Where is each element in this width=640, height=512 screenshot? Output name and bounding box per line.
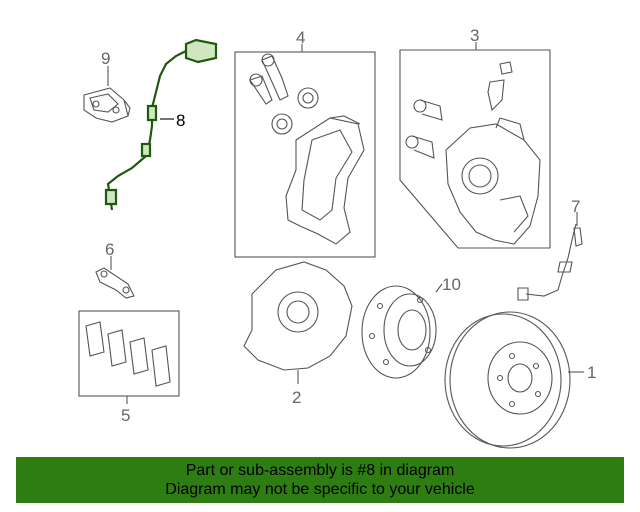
part-6-clip[interactable] — [95, 267, 135, 299]
part-4-caliper-bracket[interactable] — [249, 53, 365, 245]
callout-1[interactable]: 1 — [587, 363, 596, 382]
part-3-caliper[interactable] — [405, 61, 541, 245]
part-5-brake-pads[interactable] — [85, 321, 171, 387]
banner-line-disclaimer: Diagram may not be specific to your vehi… — [165, 481, 475, 498]
callout-3[interactable]: 3 — [470, 26, 479, 45]
part-4-box — [234, 51, 376, 258]
leader-10 — [435, 283, 443, 293]
callout-4[interactable]: 4 — [296, 28, 305, 47]
callout-10[interactable]: 10 — [442, 275, 461, 294]
fitment-banner: Part or sub-assembly is #8 in diagram Di… — [16, 457, 624, 503]
part-8-abs-sensor-wire[interactable] — [104, 38, 218, 211]
part-10-hub-bearing[interactable] — [361, 285, 437, 379]
part-1-brake-rotor[interactable] — [444, 311, 571, 449]
part-9-bracket[interactable] — [83, 87, 131, 123]
parts-diagram: 9 8 4 3 7 6 5 2 10 1 — [78, 26, 596, 449]
callout-2[interactable]: 2 — [292, 388, 301, 407]
callout-6[interactable]: 6 — [105, 240, 114, 259]
part-3-box — [399, 49, 551, 249]
banner-line-part: Part or sub-assembly is #8 in diagram — [185, 462, 455, 479]
part-2-dust-shield[interactable] — [243, 261, 353, 371]
part-7-brake-hose[interactable] — [517, 223, 583, 301]
part-5-box — [78, 310, 180, 397]
callout-5[interactable]: 5 — [121, 406, 130, 425]
callout-9[interactable]: 9 — [101, 49, 110, 68]
callout-8[interactable]: 8 — [176, 111, 185, 130]
callout-7[interactable]: 7 — [571, 197, 580, 216]
